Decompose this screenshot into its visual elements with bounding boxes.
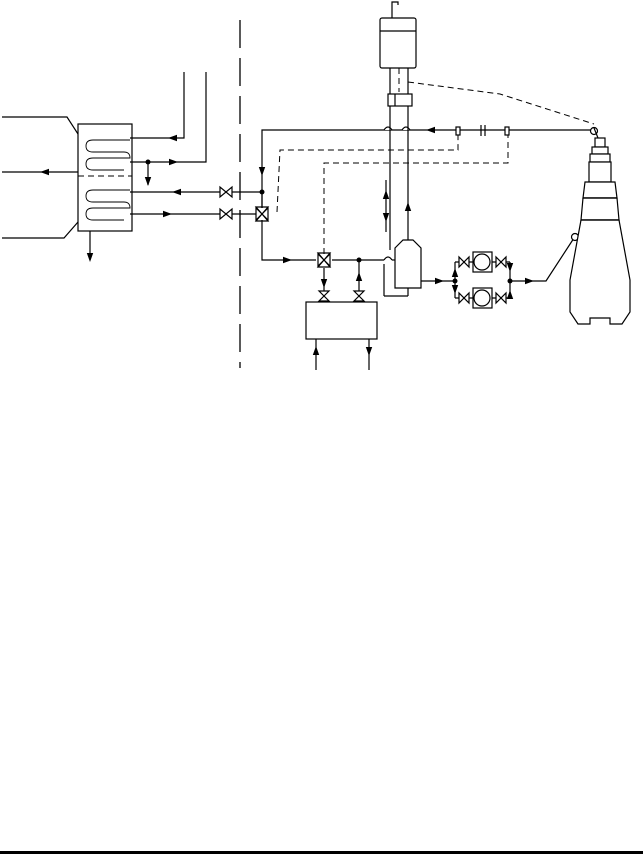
deaerator (383, 239, 455, 297)
page-footer-rule (0, 851, 643, 854)
cooling-water-lines (130, 72, 207, 186)
gate-valve-icon[interactable] (352, 290, 366, 302)
gate-valve-icon[interactable] (219, 185, 233, 199)
engine (569, 127, 631, 325)
heater-inlet-line (130, 207, 258, 221)
flow-meter (387, 93, 413, 107)
gate-valve-icon[interactable] (458, 291, 470, 305)
lower-coil (85, 189, 131, 221)
pump-icon[interactable] (472, 251, 493, 273)
gate-valve-icon[interactable] (495, 291, 507, 305)
main-supply-line (258, 125, 594, 208)
three-way-valve-heater[interactable] (254, 206, 270, 222)
expansion-tank (379, 1, 595, 250)
flow-arrow-icon (382, 190, 412, 222)
gate-valve-icon[interactable] (495, 255, 507, 269)
heat-traced-line (276, 135, 509, 254)
pump-icon[interactable] (472, 287, 493, 309)
three-way-valve-lower[interactable] (316, 252, 332, 268)
gate-valve-icon[interactable] (317, 290, 331, 302)
heater-outlet-line (130, 185, 262, 199)
temperature-sensor (570, 126, 599, 242)
gate-valve-icon[interactable] (219, 207, 233, 221)
circulation-pumps (451, 237, 575, 309)
drain-tank (305, 260, 378, 370)
upper-coil (85, 139, 131, 171)
heat-exchanger (2, 116, 133, 262)
gate-valve-icon[interactable] (458, 255, 470, 269)
